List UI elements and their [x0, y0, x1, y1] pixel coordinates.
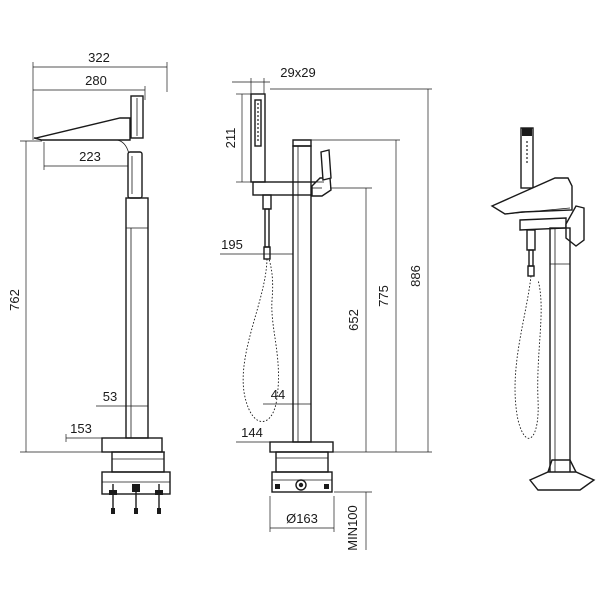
- column-side: [125, 197, 149, 439]
- dim-tube-offset: 53: [103, 389, 117, 404]
- base-front: [269, 441, 334, 453]
- hose-3d: [514, 275, 542, 439]
- handshower-3d-nozzles: [526, 141, 528, 163]
- dim-spout-height: 775: [376, 285, 391, 307]
- dim-total-height: 886: [408, 265, 423, 287]
- dim-diameter: Ø163: [286, 511, 318, 526]
- dim-spout-inner: 223: [79, 149, 101, 164]
- handshower-nozzles: [257, 103, 259, 141]
- spout-top-front: [292, 139, 312, 147]
- dim-base-offset: 153: [70, 421, 92, 436]
- dim-handshower-height: 211: [223, 128, 238, 149]
- lever-front: [311, 177, 332, 197]
- hose: [242, 258, 279, 422]
- base-side: [101, 437, 163, 453]
- spout-side: [33, 117, 131, 141]
- holder-bar: [252, 181, 316, 196]
- handle-block-side: [127, 151, 143, 199]
- dim-holder-offset: 195: [221, 237, 243, 252]
- dim-holder-height: 652: [346, 309, 361, 331]
- dim-min-depth: MIN100: [345, 505, 360, 551]
- column-3d: [549, 227, 571, 475]
- bolts-side: [109, 484, 163, 514]
- column-front: [292, 145, 312, 443]
- dim-handshower-size: 29x29: [280, 65, 315, 80]
- dim-side-height: 762: [7, 289, 22, 311]
- side-view: 322 280 223 762 53 153: [7, 50, 171, 514]
- dim-spout-length: 280: [85, 73, 107, 88]
- base-3d: [528, 471, 596, 491]
- dim-hose-offset: 44: [271, 387, 285, 402]
- dim-base-width: 144: [241, 425, 263, 440]
- dim-total-width: 322: [88, 50, 110, 65]
- perspective-view: [490, 127, 596, 491]
- front-view: 29x29 211: [220, 65, 432, 551]
- lever-3d: [565, 205, 585, 247]
